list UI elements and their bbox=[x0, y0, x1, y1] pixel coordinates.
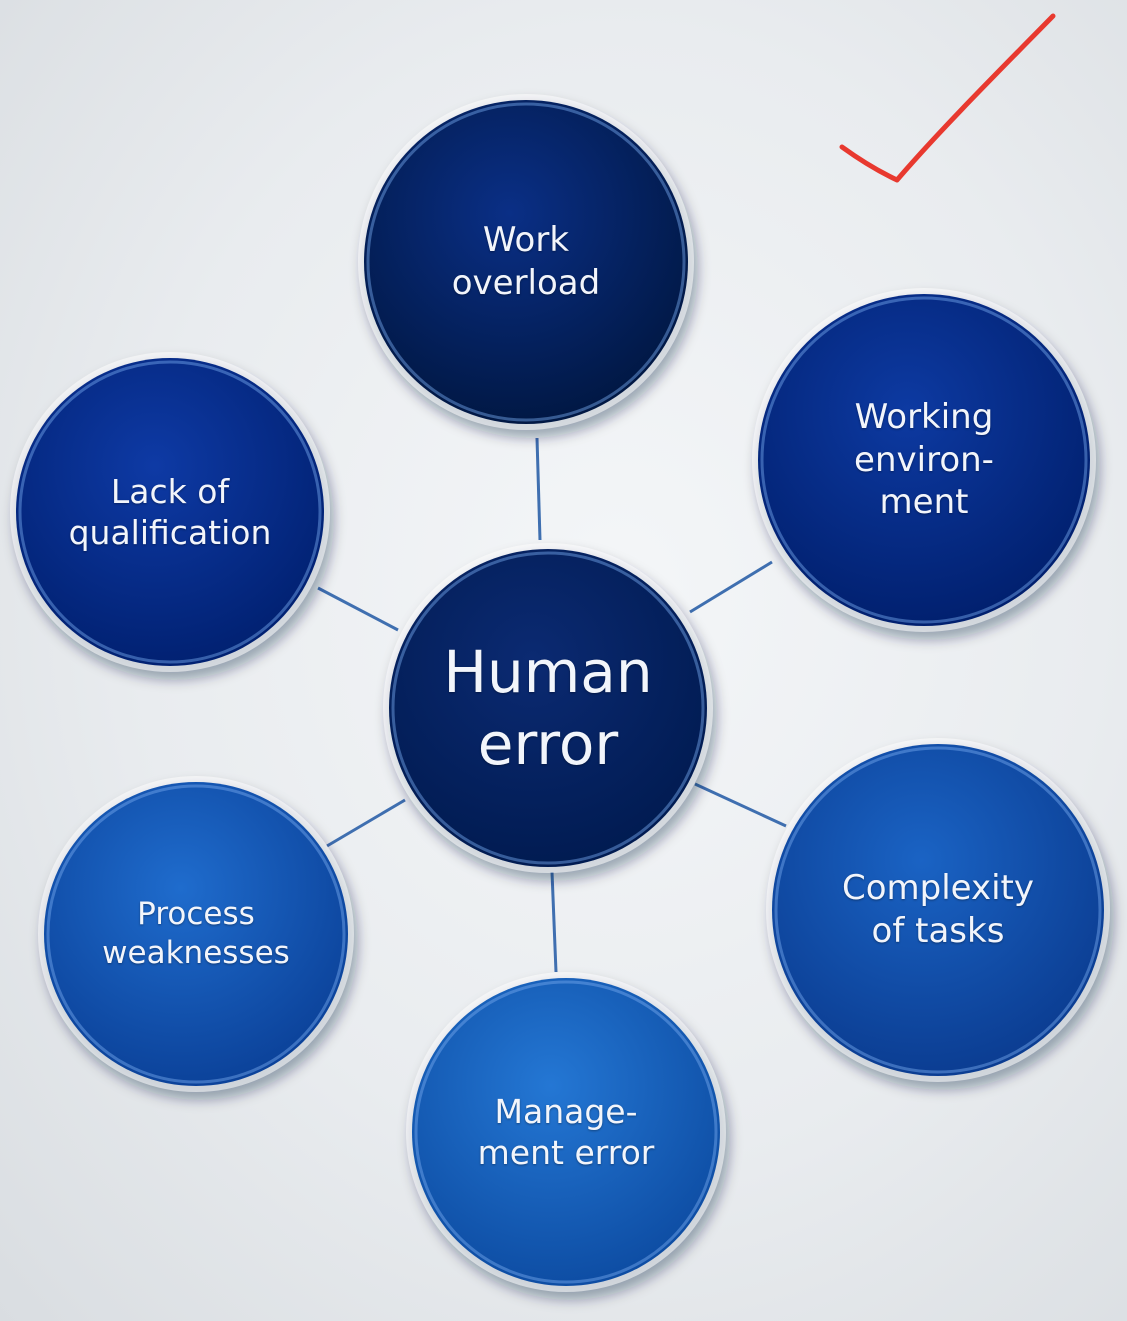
connector-lines bbox=[317, 437, 787, 973]
node-work-overload bbox=[358, 94, 698, 438]
connector-working-environment bbox=[689, 560, 773, 614]
center-node bbox=[383, 543, 717, 881]
connector-complexity-of-tasks bbox=[694, 782, 787, 828]
node-complexity-of-tasks bbox=[766, 738, 1114, 1090]
node-lack-of-qualification bbox=[10, 352, 334, 680]
connector-work-overload bbox=[535, 437, 542, 541]
node-circles bbox=[10, 94, 1114, 1300]
node-working-environment bbox=[752, 288, 1100, 640]
connector-lack-of-qualification bbox=[317, 586, 399, 632]
connector-management-error bbox=[550, 871, 558, 973]
connector-process-weaknesses bbox=[326, 798, 406, 848]
node-management-error bbox=[406, 972, 730, 1300]
node-process-weaknesses bbox=[38, 776, 358, 1100]
